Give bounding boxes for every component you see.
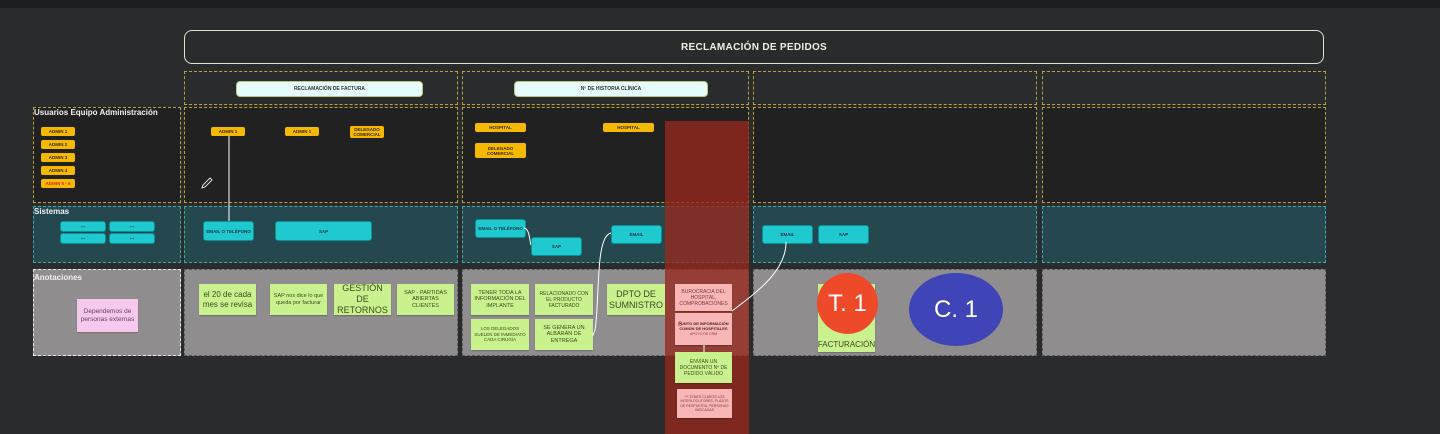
column-header-lane	[462, 71, 749, 105]
lane-users	[1042, 107, 1326, 203]
sticky-admin[interactable]: ADMIN 1	[285, 127, 319, 136]
sticky-admin[interactable]: ADMIN 1	[211, 127, 245, 136]
sticky-admin[interactable]: ADMIN 5 - 6	[41, 179, 75, 188]
sticky-note-interlocutores[interactable]: *** TENER CLAROS LOS INTERLOCUTORES, PLA…	[677, 389, 732, 418]
sticky-note[interactable]: RELACIONADO CON EL PRODUCTO FACTURADO	[535, 284, 593, 315]
sticky-note[interactable]: SAP - PARTIDAS ABIERTAS CLIENTES	[397, 284, 454, 315]
sticky-admin[interactable]: ADMIN 2	[41, 140, 75, 149]
sticky-system-email[interactable]: EMAIL	[611, 225, 662, 244]
pencil-icon[interactable]	[200, 176, 214, 190]
sticky-system-blank[interactable]: ---	[109, 233, 155, 244]
lane-users	[753, 107, 1037, 203]
sticky-note[interactable]: LOS DELEGADOS SUELEN DE INMEDIATO CADA C…	[471, 319, 529, 350]
sticky-delegado[interactable]: DELEGADO COMERCIAL	[475, 143, 526, 158]
sticky-note-sub: APOYO DE CRM	[689, 331, 718, 336]
sticky-system-sap[interactable]: SAP	[275, 221, 372, 241]
sticky-system-blank[interactable]: ---	[60, 221, 106, 232]
column-header-reclamacion-factura: RECLAMACIÓN DE FACTURA	[236, 81, 423, 97]
sticky-note-burocracia[interactable]: BUROCRACIA DEL HOSPITAL, COMPROBACIONES	[675, 284, 732, 311]
sticky-hospital[interactable]: HOSPITAL	[603, 123, 654, 132]
lane-systems	[33, 206, 181, 263]
sticky-system-email[interactable]: EMAIL	[762, 225, 813, 244]
sticky-hospital[interactable]: HOSPITAL	[475, 123, 526, 132]
sticky-admin[interactable]: ADMIN 4	[41, 166, 75, 175]
sticky-system-sap[interactable]: SAP	[531, 237, 582, 256]
badge-c1[interactable]: C. 1	[909, 273, 1003, 346]
sticky-system-blank[interactable]: ---	[60, 233, 106, 244]
column-header-lane	[184, 71, 458, 105]
sticky-note[interactable]: GESTIÓN DE RETORNOS	[334, 283, 391, 315]
lane-notes	[1042, 269, 1326, 356]
row-label-systems: Sistemas	[34, 207, 70, 216]
sticky-note-externas[interactable]: Dependemos de personas externas	[77, 299, 138, 332]
sticky-note-prefix: S	[678, 322, 683, 328]
column-header-lane	[1042, 71, 1326, 105]
sticky-note-punto-info[interactable]: S PUNTO DE INFORMACIÓN COMÚN DE HOSPITAL…	[675, 313, 732, 345]
top-bar	[0, 0, 1440, 8]
board-title: RECLAMACIÓN DE PEDIDOS	[184, 30, 1324, 64]
badge-t1-label: T. 1	[828, 289, 867, 317]
sticky-system-email-telefono[interactable]: EMAIL O TELÉFONO	[203, 221, 254, 241]
sticky-note-envian[interactable]: ENVÍAN UN DOCUMENTO Nº DE PEDIDO VÁLIDO	[675, 352, 732, 383]
connector-line	[523, 227, 532, 246]
row-label-users: Usuarios Equipo Administración	[34, 108, 158, 117]
sticky-admin[interactable]: ADMIN 1	[41, 127, 75, 136]
sticky-delegado[interactable]: DELEGADO COMERCIAL	[350, 126, 384, 138]
connector-line	[731, 241, 787, 312]
sticky-note[interactable]: DPTO DE SUMNISTRO	[607, 284, 665, 315]
connector-line	[592, 232, 612, 337]
badge-t1[interactable]: T. 1	[817, 273, 878, 334]
lane-users	[184, 107, 458, 203]
column-header-lane	[753, 71, 1037, 105]
sticky-note[interactable]: TENER TODA LA INFORMACIÓN DEL IMPLANTE	[471, 284, 529, 315]
column-header-historia-clinica: Nº DE HISTORIA CLÍNICA	[514, 81, 708, 97]
sticky-system-blank[interactable]: ---	[109, 221, 155, 232]
sticky-system-sap[interactable]: SAP	[818, 225, 869, 244]
row-label-notes: Anotaciones	[34, 273, 83, 282]
sticky-note[interactable]: SE GENERA UN ALBARÁN DE ENTREGA	[535, 319, 593, 350]
lane-systems	[1042, 206, 1326, 263]
sticky-admin[interactable]: ADMIN 3	[41, 153, 75, 162]
sticky-note[interactable]: el 20 de cada mes se revisa	[199, 284, 256, 315]
badge-c1-label: C. 1	[933, 295, 978, 323]
sticky-note[interactable]: SAP nos dice lo que queda por facturar	[270, 284, 327, 315]
sticky-note-title: PUNTO DE INFORMACIÓN COMÚN DE HOSPITALES	[678, 321, 729, 331]
